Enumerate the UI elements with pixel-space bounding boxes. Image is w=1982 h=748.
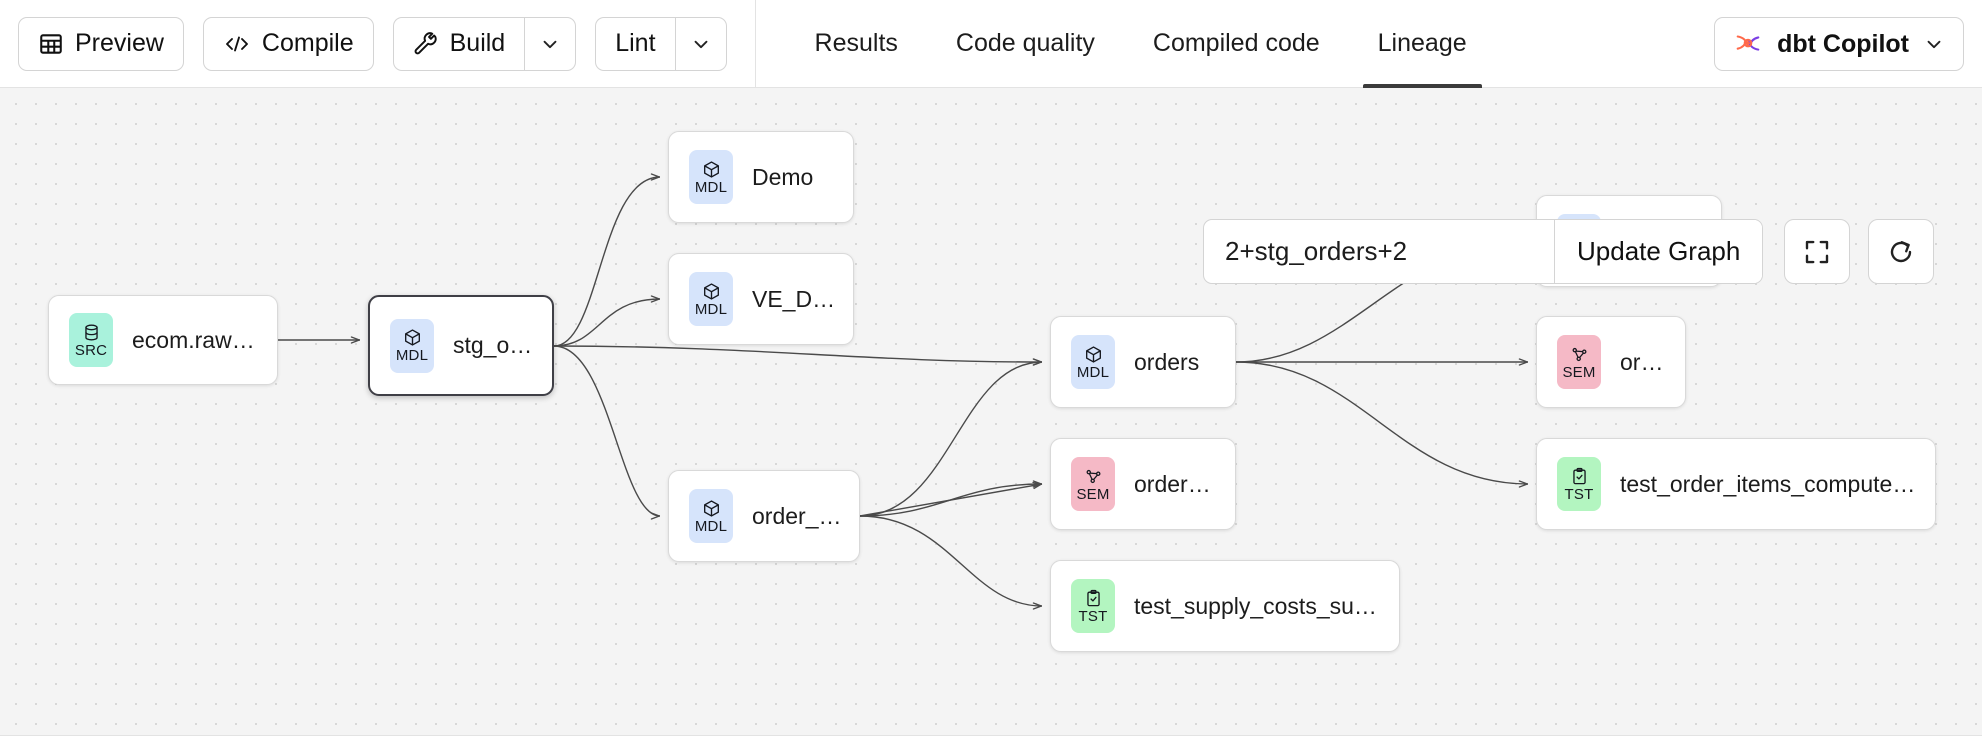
badge-tst-label: TST (1564, 485, 1594, 503)
lineage-node-order-items[interactable]: MDL order_items (668, 470, 860, 562)
tab-compiled-code-label: Compiled code (1152, 29, 1320, 57)
lineage-node-label: order_items (752, 502, 859, 529)
update-graph-button[interactable]: Update Graph (1554, 220, 1763, 283)
cube-icon (1084, 345, 1103, 364)
compile-button[interactable]: Compile (202, 16, 374, 71)
graph-selector-control: Update Graph (1203, 219, 1764, 284)
build-split-button: Build (392, 16, 577, 71)
lint-split-button: Lint (595, 16, 727, 71)
cube-icon (702, 499, 721, 518)
chevron-down-icon (1923, 33, 1945, 55)
lint-button-label: Lint (615, 29, 656, 57)
lineage-node-stg-orders[interactable]: MDL stg_orders (368, 295, 554, 396)
dbt-copilot-label: dbt Copilot (1777, 29, 1909, 58)
dbt-copilot-icon (1733, 29, 1763, 59)
tab-results-label: Results (814, 29, 898, 57)
badge-sem-label: SEM (1076, 485, 1110, 503)
lineage-node-orders-mdl[interactable]: MDL orders (1050, 316, 1236, 408)
preview-button-label: Preview (75, 29, 164, 57)
lineage-canvas[interactable]: SRC ecom.raw_orders MDL stg_orders (0, 88, 1982, 735)
lineage-node-label: Demo (752, 163, 814, 190)
badge-src-label: SRC (74, 341, 108, 359)
badge-sem-label: SEM (1562, 363, 1596, 381)
build-button-label: Build (449, 29, 506, 57)
refresh-icon (1886, 237, 1916, 267)
canvas-bottom-border (0, 735, 1982, 736)
badge-tst: TST (1071, 579, 1115, 633)
lineage-node-demo[interactable]: MDL Demo (668, 131, 854, 223)
badge-mdl: MDL (689, 272, 733, 326)
dbt-copilot-button[interactable]: dbt Copilot (1714, 17, 1964, 71)
lineage-node-label: test_order_items_compute_to_bools_c... (1620, 470, 1935, 497)
tab-lineage-label: Lineage (1377, 29, 1467, 57)
lineage-node-label: ecom.raw_orders (132, 326, 277, 353)
lineage-node-label: orders (1620, 348, 1685, 375)
badge-tst: TST (1557, 457, 1601, 511)
lineage-node-ve-demo[interactable]: MDL VE_Demo (668, 253, 854, 345)
tab-code-quality-label: Code quality (955, 29, 1095, 57)
lineage-node-ecom-raw-orders[interactable]: SRC ecom.raw_orders (48, 295, 278, 385)
lineage-node-test-order-items[interactable]: TST test_order_items_compute_to_bools_c.… (1536, 438, 1936, 530)
lineage-node-label: test_supply_costs_sum_correctly (1134, 592, 1399, 619)
badge-mdl: MDL (1071, 335, 1115, 389)
fullscreen-icon (1802, 237, 1832, 267)
badge-sem: SEM (1557, 335, 1601, 389)
wrench-icon (413, 31, 439, 57)
app-header: Preview Compile (0, 0, 1982, 88)
build-dropdown-button[interactable] (524, 16, 577, 71)
tab-bar: Results Code quality Compiled code Linea… (786, 0, 1496, 88)
cube-icon (702, 160, 721, 179)
badge-mdl-label: MDL (694, 178, 728, 196)
code-brackets-icon (223, 32, 251, 56)
lineage-node-label: VE_Demo (752, 285, 853, 312)
badge-mdl: MDL (390, 318, 434, 373)
semantic-graph-icon (1570, 345, 1589, 364)
lineage-node-orders-sem[interactable]: SEM orders (1536, 316, 1686, 408)
table-icon (38, 31, 64, 57)
lineage-node-test-supply-costs[interactable]: TST test_supply_costs_sum_correctly (1050, 560, 1400, 652)
clipboard-check-icon (1084, 589, 1103, 608)
lint-dropdown-button[interactable] (674, 16, 727, 71)
fit-view-button[interactable] (1784, 219, 1850, 284)
build-button[interactable]: Build (392, 16, 525, 71)
badge-tst-label: TST (1078, 607, 1108, 625)
clipboard-check-icon (1570, 467, 1589, 486)
lineage-node-label: orders (1134, 348, 1200, 375)
cube-icon (702, 282, 721, 301)
badge-src: SRC (69, 313, 113, 367)
badge-mdl: MDL (689, 489, 733, 543)
chevron-down-icon (539, 33, 561, 55)
action-button-group: Preview Compile (0, 16, 727, 71)
lineage-node-label: stg_orders (453, 332, 552, 358)
semantic-graph-icon (1084, 467, 1103, 486)
lineage-edges (278, 173, 1529, 610)
update-graph-label: Update Graph (1577, 236, 1741, 266)
graph-selector-input[interactable] (1204, 220, 1554, 283)
badge-sem: SEM (1071, 457, 1115, 511)
lint-button[interactable]: Lint (595, 16, 675, 71)
lineage-node-order-item-sem[interactable]: SEM order_item (1050, 438, 1236, 530)
chevron-down-icon (690, 33, 712, 55)
badge-mdl-label: MDL (694, 517, 728, 535)
lineage-node-label: order_item (1134, 470, 1235, 497)
badge-mdl-label: MDL (694, 300, 728, 318)
refresh-graph-button[interactable] (1868, 219, 1934, 284)
cube-icon (403, 328, 422, 347)
database-icon (82, 323, 101, 342)
compile-button-label: Compile (261, 29, 354, 57)
header-divider (754, 0, 756, 88)
tab-compiled-code[interactable]: Compiled code (1124, 0, 1349, 88)
tab-code-quality[interactable]: Code quality (927, 0, 1124, 88)
badge-mdl: MDL (689, 150, 733, 204)
badge-mdl-label: MDL (395, 347, 429, 364)
tab-results[interactable]: Results (786, 0, 927, 88)
preview-button[interactable]: Preview (18, 16, 184, 71)
tab-lineage[interactable]: Lineage (1349, 0, 1496, 88)
badge-mdl-label: MDL (1076, 363, 1110, 381)
